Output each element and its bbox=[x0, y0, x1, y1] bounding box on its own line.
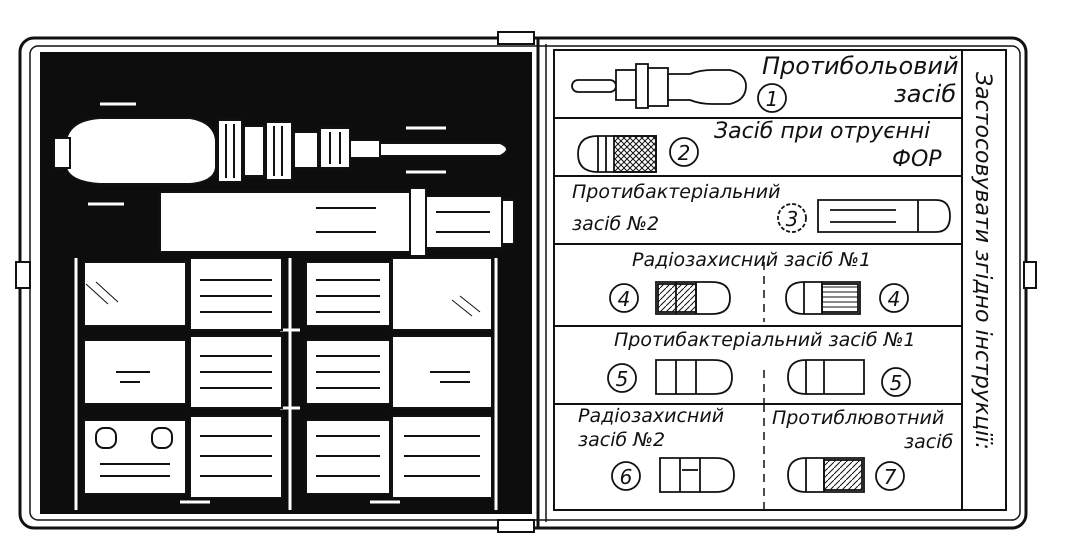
case-container-top-right bbox=[305, 257, 493, 331]
compartment-2-number-circle bbox=[669, 137, 699, 167]
compartment-6-number: 6 bbox=[620, 465, 633, 489]
case-container-mid-right bbox=[305, 335, 493, 409]
compartment-1-line2: засіб bbox=[894, 80, 956, 108]
icon-pencil-case-crosshatch bbox=[577, 135, 657, 173]
compartment-5-number-right: 5 bbox=[890, 371, 903, 395]
instruction-panel bbox=[553, 49, 1007, 511]
compartment-1-number: 1 bbox=[766, 87, 779, 111]
compartment-3-line1: Протибактеріальний bbox=[572, 181, 780, 203]
compartment-3-number-circle bbox=[777, 203, 807, 233]
compartment-7-number: 7 bbox=[884, 465, 897, 489]
compartment-3-line2: засіб №2 bbox=[572, 213, 659, 235]
compartment-2-number: 2 bbox=[678, 141, 691, 165]
compartment-7-number-circle bbox=[875, 461, 905, 491]
case-tube-antibacterial-2 bbox=[159, 187, 515, 257]
compartment-1-number-circle bbox=[757, 83, 787, 113]
case-container-mid-left bbox=[83, 335, 283, 409]
compartment-4-number-right-circle bbox=[879, 283, 909, 313]
icon-capsule-box-4-right bbox=[785, 281, 861, 315]
compartment-1-line1: Протибольовий bbox=[762, 52, 959, 80]
syringe-tube bbox=[53, 117, 508, 185]
compartment-5-number-left-circle bbox=[607, 363, 637, 393]
compartment-5-title: Протибактеріальний засіб №1 bbox=[614, 329, 916, 351]
compartment-4-number-left: 4 bbox=[618, 287, 631, 311]
case-container-bottom-left bbox=[83, 415, 283, 499]
case-container-top-left bbox=[83, 257, 283, 331]
icon-long-tube bbox=[817, 199, 951, 233]
instruction-text: Застосовувати згідно інструкції: bbox=[970, 72, 995, 450]
case-latches bbox=[15, 31, 1037, 533]
icon-capsule-box-7-hatched bbox=[787, 457, 865, 493]
compartment-3-number: 3 bbox=[786, 207, 799, 231]
compartment-2-line1: Засіб при отруєнні bbox=[714, 119, 930, 144]
compartment-7-line2: засіб bbox=[904, 431, 953, 453]
icon-syringe-tube bbox=[571, 63, 747, 109]
icon-capsule-box-4-left bbox=[655, 281, 731, 315]
case-container-bottom-right bbox=[305, 415, 493, 499]
compartment-4-number-right: 4 bbox=[888, 287, 901, 311]
compartment-5-number-right-circle bbox=[881, 367, 911, 397]
compartment-7-line1: Протиблювотний bbox=[772, 407, 944, 429]
compartment-2-line2: ФОР bbox=[892, 147, 942, 172]
icon-capsule-box-6 bbox=[659, 457, 735, 493]
compartment-4-title: Радіозахисний засіб №1 bbox=[632, 249, 871, 271]
compartment-6-line2: засіб №2 bbox=[578, 429, 665, 451]
compartment-5-number-left: 5 bbox=[616, 367, 629, 391]
icon-capsule-box-5-left bbox=[655, 359, 733, 395]
compartment-6-line1: Радіозахисний bbox=[578, 405, 724, 427]
compartment-6-number-circle bbox=[611, 461, 641, 491]
syringe-white-marks bbox=[88, 102, 446, 206]
icon-capsule-box-5-right bbox=[787, 359, 865, 395]
case-dividers bbox=[74, 258, 498, 510]
compartment-4-number-left-circle bbox=[609, 283, 639, 313]
